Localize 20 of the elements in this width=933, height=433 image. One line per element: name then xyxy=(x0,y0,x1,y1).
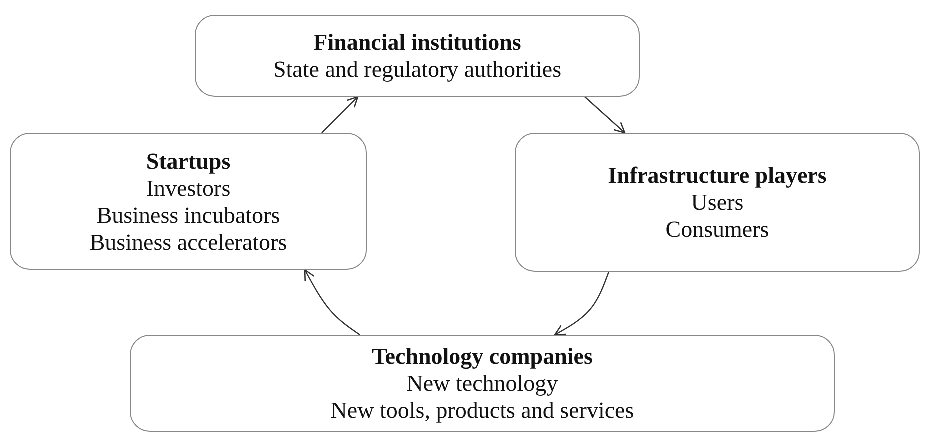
arrow xyxy=(322,96,359,134)
node-text: State and regulatory authorities xyxy=(273,56,562,83)
rounded-box xyxy=(10,133,367,270)
node-heading: Startups xyxy=(146,148,231,174)
node-heading: Technology companies xyxy=(372,343,593,370)
rounded-box xyxy=(515,133,920,272)
node-text: Business accelerators xyxy=(90,228,288,256)
node-heading: Financial institutions xyxy=(314,29,522,56)
node-text: Users xyxy=(691,189,744,216)
rounded-box xyxy=(130,335,835,432)
arrow xyxy=(554,272,610,336)
node-text: Investors xyxy=(146,174,231,202)
node-text: Business incubators xyxy=(96,202,280,228)
node-heading: Infrastructure players xyxy=(608,162,827,189)
rounded-box xyxy=(195,15,640,97)
node-text: New technology xyxy=(406,370,558,397)
arrow xyxy=(584,96,626,134)
node-text: Consumers xyxy=(666,216,770,243)
arrow xyxy=(304,269,360,336)
node-text: New tools, products and services xyxy=(330,397,634,424)
